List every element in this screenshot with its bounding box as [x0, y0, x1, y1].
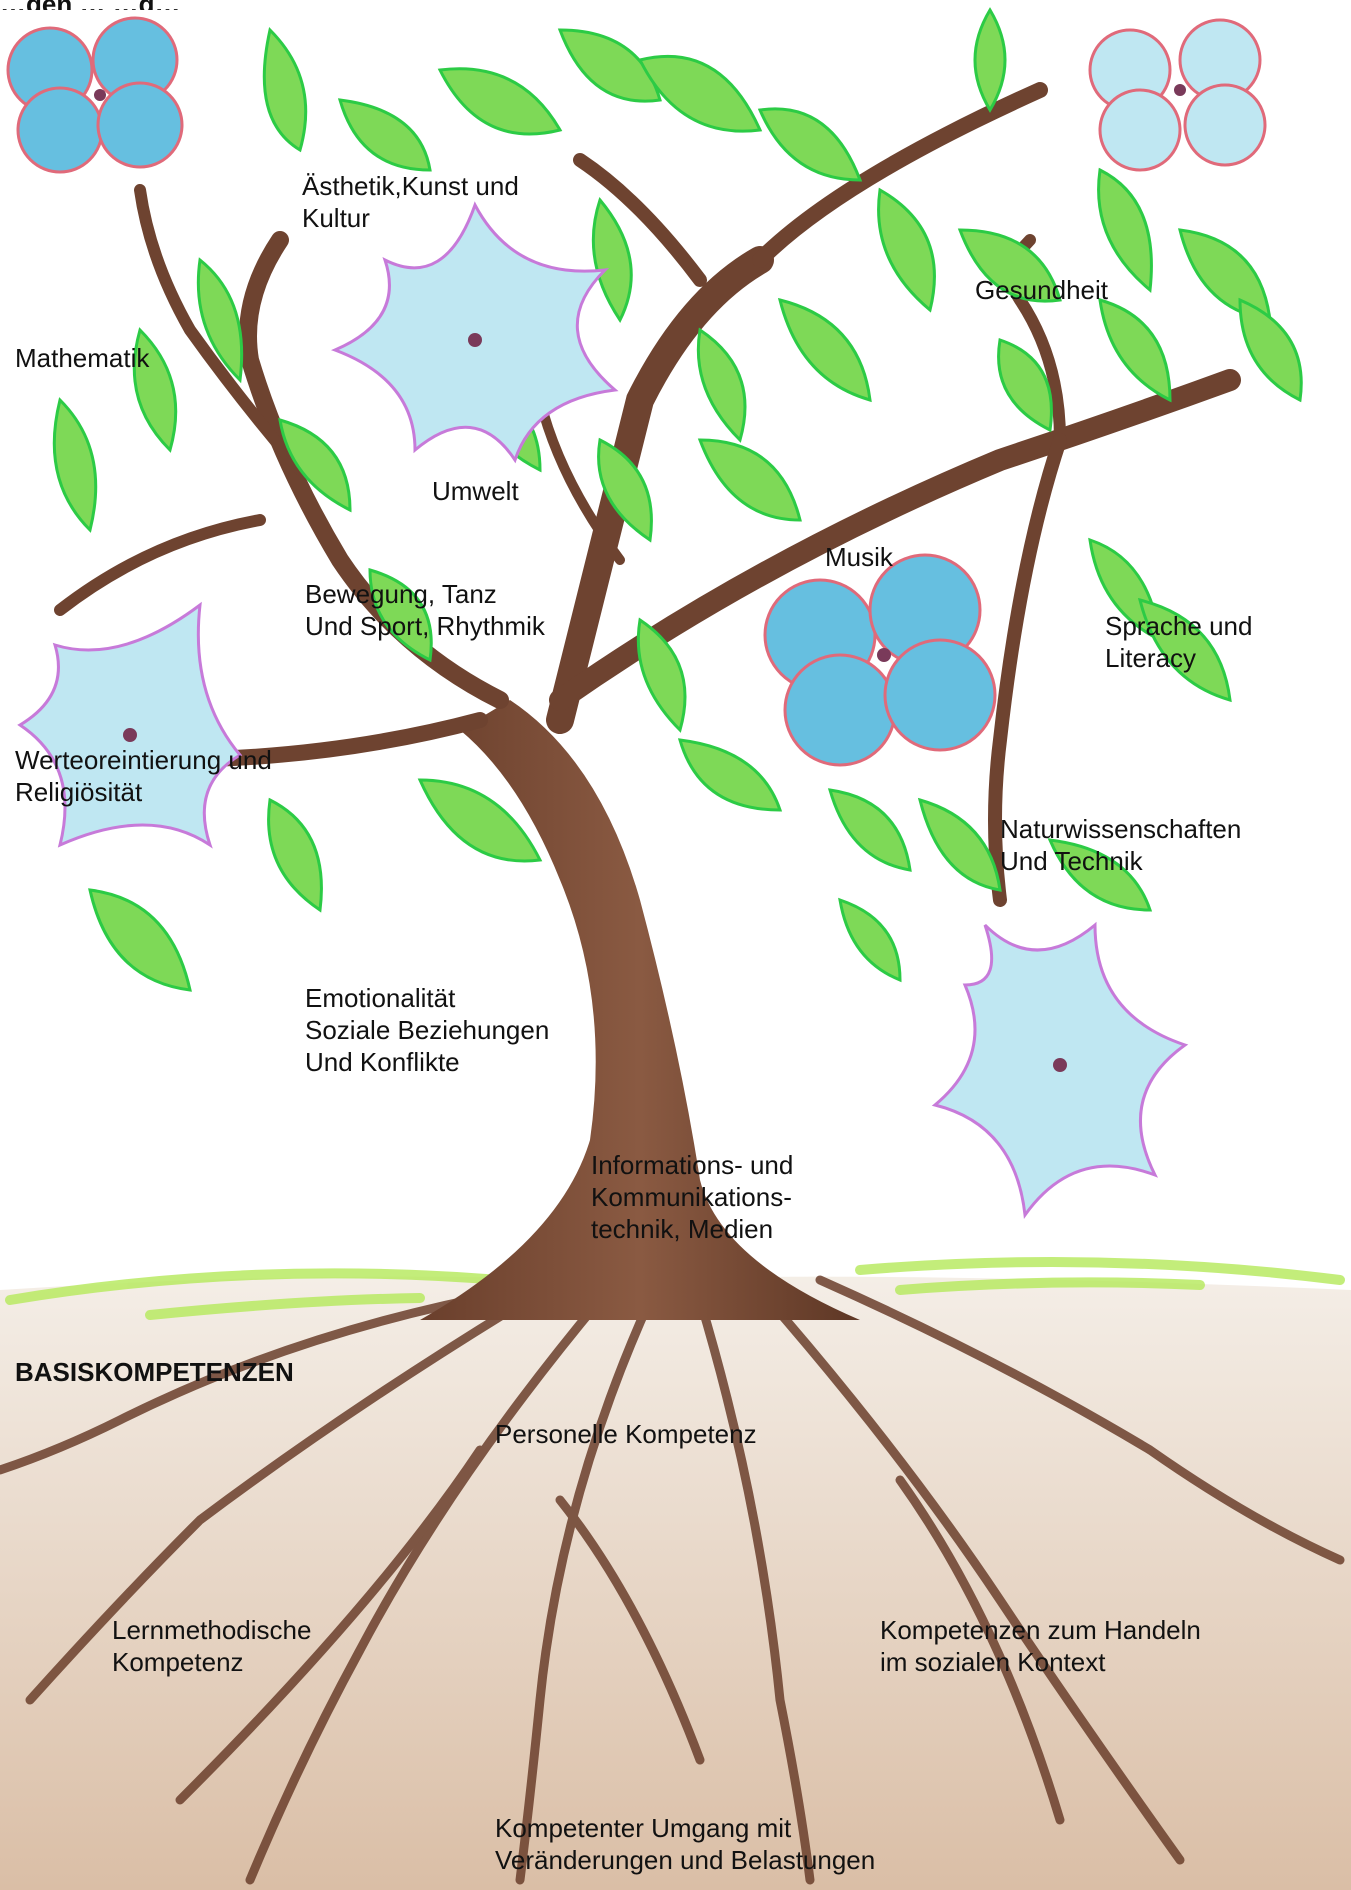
- label-line: Literacy: [1105, 642, 1252, 674]
- label-line: Kompetenzen zum Handeln: [880, 1614, 1201, 1646]
- label-line: Gesundheit: [975, 274, 1108, 306]
- label-line: Musik: [825, 541, 893, 573]
- leaf-icon: [340, 100, 430, 170]
- leaf-icon: [90, 890, 190, 990]
- leaf-icon: [680, 740, 780, 810]
- label-ikt: Informations- und Kommunikations- techni…: [591, 1149, 793, 1245]
- label-personell: Personelle Kompetenz: [495, 1418, 757, 1450]
- label-line: Und Konflikte: [305, 1046, 549, 1078]
- label-sprache: Sprache und Literacy: [1105, 610, 1252, 674]
- label-line: Veränderungen und Belastungen: [495, 1844, 875, 1876]
- label-umwelt: Umwelt: [432, 475, 519, 507]
- leaf-icon: [54, 400, 95, 530]
- label-resilienz: Kompetenter Umgang mit Veränderungen und…: [495, 1812, 875, 1876]
- label-line: Personelle Kompetenz: [495, 1418, 757, 1450]
- label-line: Kommunikations-: [591, 1181, 793, 1213]
- leaf-icon: [440, 69, 560, 134]
- leaf-icon: [638, 620, 685, 730]
- label-sozial: Kompetenzen zum Handeln im sozialen Kont…: [880, 1614, 1201, 1678]
- flower-icon-center-top: [335, 205, 615, 460]
- label-line: Kultur: [302, 202, 519, 234]
- leaf-icon: [698, 330, 745, 440]
- label-line: Mathematik: [15, 342, 149, 374]
- leaf-icon: [700, 440, 800, 520]
- flower-icon-left: [20, 605, 240, 845]
- leaf-icon: [1100, 300, 1170, 400]
- label-line: im sozialen Kontext: [880, 1646, 1201, 1678]
- label-line: technik, Medien: [591, 1213, 793, 1245]
- leaf-icon: [1099, 170, 1152, 290]
- label-gesundheit: Gesundheit: [975, 274, 1108, 306]
- label-line: Emotionalität: [305, 982, 549, 1014]
- leaf-icon: [830, 790, 910, 870]
- label-natur: Naturwissenschaften Und Technik: [1000, 813, 1241, 877]
- leaf-icon: [780, 300, 870, 400]
- leaf-icon: [593, 200, 631, 320]
- label-line: Sprache und: [1105, 610, 1252, 642]
- leaf-icon: [975, 10, 1005, 110]
- label-line: Soziale Beziehungen: [305, 1014, 549, 1046]
- label-line: Ästhetik,Kunst und: [302, 170, 519, 202]
- label-aesthetik: Ästhetik,Kunst und Kultur: [302, 170, 519, 234]
- flower-icon-middle-right: [765, 555, 995, 765]
- label-mathematik: Mathematik: [15, 342, 149, 374]
- label-musik: Musik: [825, 541, 893, 573]
- label-line: Kompetenter Umgang mit: [495, 1812, 875, 1844]
- label-line: Und Technik: [1000, 845, 1241, 877]
- label-werte: Werteoreintierung und Religiösität: [15, 744, 272, 808]
- flower-icon-top-left: [8, 18, 182, 172]
- leaf-icon: [760, 109, 860, 180]
- page-title-fragment: …gen … …g…: [0, 0, 340, 10]
- label-line: Umwelt: [432, 475, 519, 507]
- flower-icon-bottom-right: [935, 925, 1185, 1215]
- leaf-icon: [879, 190, 935, 310]
- label-bewegung: Bewegung, Tanz Und Sport, Rhythmik: [305, 578, 545, 642]
- label-line: Lernmethodische: [112, 1614, 311, 1646]
- leaf-icon: [269, 800, 322, 910]
- leaf-icon: [840, 900, 900, 980]
- label-line: Bewegung, Tanz: [305, 578, 545, 610]
- leaf-icon: [264, 30, 305, 150]
- basiskompetenzen-heading: BASISKOMPETENZEN: [15, 1356, 294, 1388]
- label-line: Kompetenz: [112, 1646, 311, 1678]
- label-line: Naturwissenschaften: [1000, 813, 1241, 845]
- label-line: Werteoreintierung und: [15, 744, 272, 776]
- flower-icon-top-right: [1090, 20, 1265, 170]
- leaf-icon: [1180, 230, 1270, 320]
- label-emotion: Emotionalität Soziale Beziehungen Und Ko…: [305, 982, 549, 1078]
- label-line: Und Sport, Rhythmik: [305, 610, 545, 642]
- leaf-icon: [920, 800, 1000, 890]
- label-line: Religiösität: [15, 776, 272, 808]
- label-line: Informations- und: [591, 1149, 793, 1181]
- label-lernmethodisch: Lernmethodische Kompetenz: [112, 1614, 311, 1678]
